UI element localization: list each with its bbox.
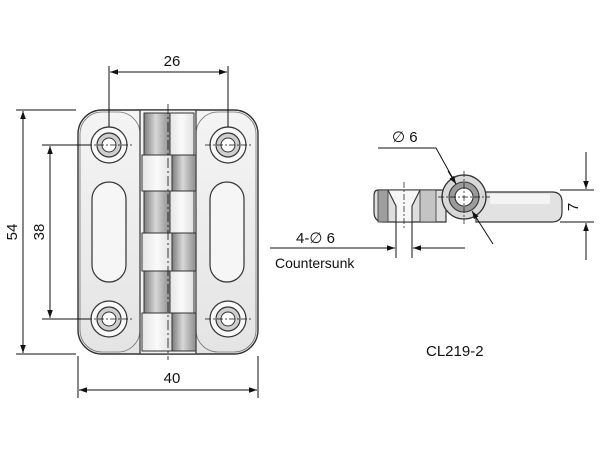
front-dimensions [16, 66, 259, 398]
right-slot [209, 181, 245, 283]
mounting-hole-top-right [209, 126, 247, 164]
dim-height-outer: 54 [4, 224, 21, 241]
front-view [77, 104, 259, 360]
dim-thickness: 7 [565, 203, 582, 211]
left-slot [91, 181, 127, 283]
knuckle-segments [141, 112, 197, 352]
mounting-hole-bottom-right [209, 300, 247, 338]
side-dimensions [270, 147, 594, 260]
dim-width-top: 26 [164, 53, 181, 70]
mounting-hole-bottom-left [90, 300, 128, 338]
dim-hole-note: Countersunk [275, 255, 355, 271]
dim-pin-diameter: ∅ 6 [392, 129, 418, 146]
model-number: CL219-2 [426, 343, 484, 360]
dim-width-bottom: 40 [164, 370, 181, 387]
side-view [373, 171, 563, 230]
dim-hole-spec: 4-∅ 6 [296, 230, 335, 247]
dim-height-inner: 38 [31, 224, 48, 241]
mounting-hole-top-left [90, 126, 128, 164]
